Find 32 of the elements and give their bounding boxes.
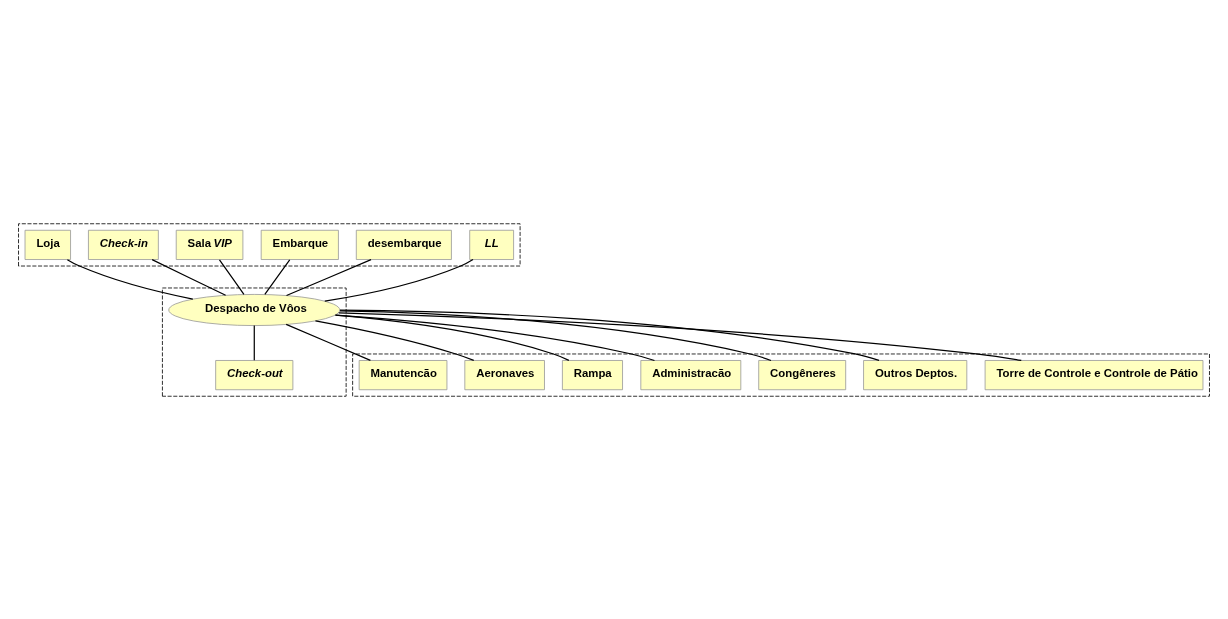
node-box: Manutencão — [358, 359, 448, 390]
cluster — [162, 287, 347, 397]
node-box: Congêneres — [758, 359, 847, 390]
connector — [338, 311, 1022, 361]
node-box: Embarque — [260, 229, 339, 260]
node-box: Check-out — [215, 359, 294, 390]
connector — [66, 258, 194, 300]
connector — [339, 309, 880, 361]
cluster — [352, 353, 1210, 397]
connector — [264, 258, 291, 295]
node-ellipse: Despacho de Vôos — [168, 293, 341, 326]
connector — [218, 258, 245, 295]
connector — [339, 309, 772, 361]
connector — [285, 323, 372, 361]
connector — [335, 313, 656, 361]
node-box: Administracão — [640, 359, 742, 390]
node-box: Rampa — [561, 359, 623, 390]
connector — [324, 258, 474, 302]
connector — [285, 258, 372, 296]
node-box: desembarque — [355, 229, 452, 260]
node-box: Check-in — [88, 229, 159, 260]
connector — [151, 258, 227, 296]
node-box: Aeronaves — [464, 359, 545, 390]
node-box: Sala VIP — [175, 229, 244, 260]
connector — [314, 319, 475, 361]
connector — [334, 314, 570, 361]
node-box: Outros Deptos. — [863, 359, 968, 390]
cluster — [18, 222, 521, 266]
node-box: Loja — [24, 229, 71, 260]
node-box: LL — [469, 229, 514, 260]
node-box: Torre de Controle e Controle de Pátio — [984, 359, 1204, 390]
connector — [253, 324, 255, 361]
